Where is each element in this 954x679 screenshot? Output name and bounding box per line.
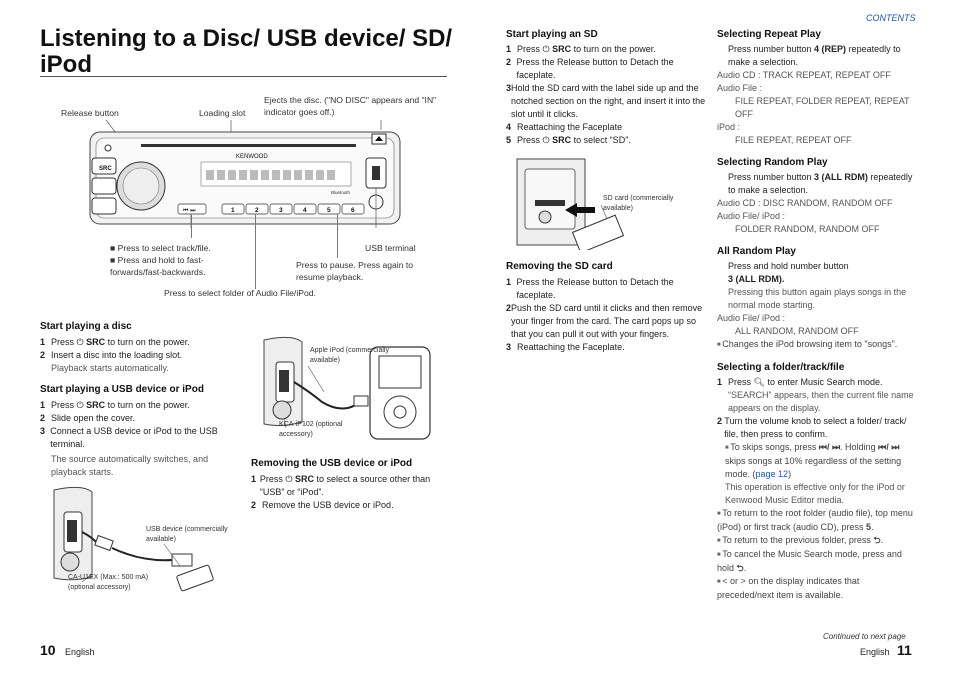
usb-device-label: USB device (commercially available): [146, 526, 228, 543]
all-random-desc: Pressing this button again plays songs i…: [728, 287, 907, 310]
src-button-text: SRC: [99, 166, 112, 172]
remove-sd-heading: Removing the SD card: [506, 261, 613, 272]
power-icon: ⏻: [542, 135, 550, 145]
page-number-right: 11: [897, 642, 912, 658]
brand-text: KENWOOD: [236, 154, 268, 160]
remove-usb-step-1: 1 Press ⏻ SRC to select a source other t…: [251, 474, 431, 497]
pause-label: Press to pause. Press again to resume pl…: [296, 260, 414, 282]
power-icon: ⏻: [76, 400, 84, 410]
sd-heading: Start playing an SD: [506, 29, 598, 40]
usb-after: The source automatically switches, and p…: [51, 454, 209, 477]
all-random-audio-file: Audio File/ iPod :: [717, 313, 786, 323]
all-random-note: Changes the iPod browsing item to "songs…: [717, 338, 915, 352]
ipod-cable-label: KCA-iP102 (optional accessory): [279, 421, 343, 438]
page-12-link[interactable]: page 12: [755, 469, 789, 479]
remove-usb-heading: Removing the USB device or iPod: [251, 458, 413, 469]
skip-back-forward-icon: ⏮/ ⏭: [878, 442, 900, 452]
usb-heading: Start playing a USB device or iPod: [40, 384, 204, 395]
loading-slot-label: Loading slot: [199, 108, 246, 118]
indicator-note: < or > on the display indicates that pre…: [717, 575, 915, 602]
random-instruction: Press number button 3 (ALL RDM) repeated…: [728, 172, 913, 195]
search-icon: 🔍︎: [753, 377, 765, 387]
folder-step-1-detail: “SEARCH” appears, then the current file …: [728, 390, 914, 413]
random-audio-cd: Audio CD : DISC RANDOM, RANDOM OFF: [717, 198, 893, 208]
ipod-connection-illustration: [263, 336, 431, 440]
footer-language-left: English: [65, 647, 95, 657]
page-number-left: 10: [40, 642, 56, 658]
all-random-options: ALL RANDOM, RANDOM OFF: [735, 326, 859, 336]
skip-back-forward-icon: ⏮/ ⏭: [818, 442, 841, 452]
repeat-audio-file-options: FILE REPEAT, FOLDER REPEAT, REPEAT OFF: [735, 96, 910, 119]
folder-heading: Selecting a folder/track/file: [717, 362, 845, 373]
all-random-heading: All Random Play: [717, 246, 796, 257]
usb-cable-label: CA-U1EX (Max.: 500 mA) (optional accesso…: [68, 574, 149, 591]
preset-4: 4: [303, 207, 307, 214]
previous-folder-note: To return to the previous folder, press …: [717, 534, 915, 548]
contents-link[interactable]: CONTENTS: [866, 13, 916, 23]
sd-card-illustration: [516, 158, 625, 250]
repeat-instruction: Press number button 4 (REP) repeatedly t…: [728, 44, 901, 67]
page-title: Listening to a Disc/ USB device/ SD/ iPo…: [40, 25, 453, 78]
preset-1: 1: [231, 207, 235, 214]
usb-connection-illustration: [53, 486, 214, 592]
repeat-audio-file: Audio File :: [717, 83, 763, 93]
disc-after: Playback starts automatically.: [51, 363, 169, 373]
back-icon: ⮌: [736, 563, 744, 573]
repeat-ipod: iPod :: [717, 122, 741, 132]
repeat-audio-cd: Audio CD : TRACK REPEAT, REPEAT OFF: [717, 70, 891, 80]
track-select-note: ■ Press to select track/file. ■ Press an…: [110, 243, 211, 277]
all-random-key: 3 (ALL RDM).: [728, 274, 785, 284]
power-icon: ⏻: [285, 474, 293, 484]
car-stereo-illustration: SRC KENWOOD Bluetooth 1 2 3 4 5 6 ⏮ ⏭: [89, 119, 401, 228]
power-icon: ⏻: [76, 337, 84, 347]
bluetooth-text: Bluetooth: [331, 190, 351, 195]
folder-select-label: Press to select folder of Audio File/iPo…: [164, 288, 316, 298]
repeat-heading: Selecting Repeat Play: [717, 29, 821, 40]
preset-6: 6: [351, 207, 355, 214]
release-button-label: Release button: [61, 108, 119, 118]
svg-text:⏮ ⏭: ⏮ ⏭: [183, 208, 196, 214]
disc-heading: Start playing a disc: [40, 321, 132, 332]
skip-note: To skips songs, press ⏮/ ⏭. Holding ⏮/ ⏭…: [717, 441, 915, 481]
all-random-instruction: Press and hold number button: [728, 261, 849, 271]
sd-card-label: SD card (commercially available): [603, 195, 674, 212]
ipod-device-label: Apple iPod (commercially available): [310, 347, 389, 364]
eject-label: Ejects the disc. ("NO DISC" appears and …: [264, 95, 437, 117]
cancel-search-note: To cancel the Music Search mode, press a…: [717, 548, 915, 575]
root-folder-note: To return to the root folder (audio file…: [717, 507, 915, 534]
skip-note-detail: This operation is effective only for the…: [725, 482, 905, 505]
usb-terminal-label: USB terminal: [365, 243, 416, 253]
title-divider: [40, 76, 447, 77]
footer-language-right: English: [860, 647, 890, 657]
preset-3: 3: [279, 207, 283, 214]
continued-note: Continued to next page: [823, 632, 906, 641]
back-icon: ⮌: [873, 535, 881, 545]
preset-2: 2: [255, 207, 259, 214]
repeat-ipod-options: FILE REPEAT, REPEAT OFF: [735, 135, 852, 145]
preset-5: 5: [327, 207, 331, 214]
power-icon: ⏻: [542, 44, 550, 54]
random-audio-file: Audio File/ iPod :: [717, 211, 786, 221]
random-heading: Selecting Random Play: [717, 157, 828, 168]
random-options: FOLDER RANDOM, RANDOM OFF: [735, 224, 880, 234]
